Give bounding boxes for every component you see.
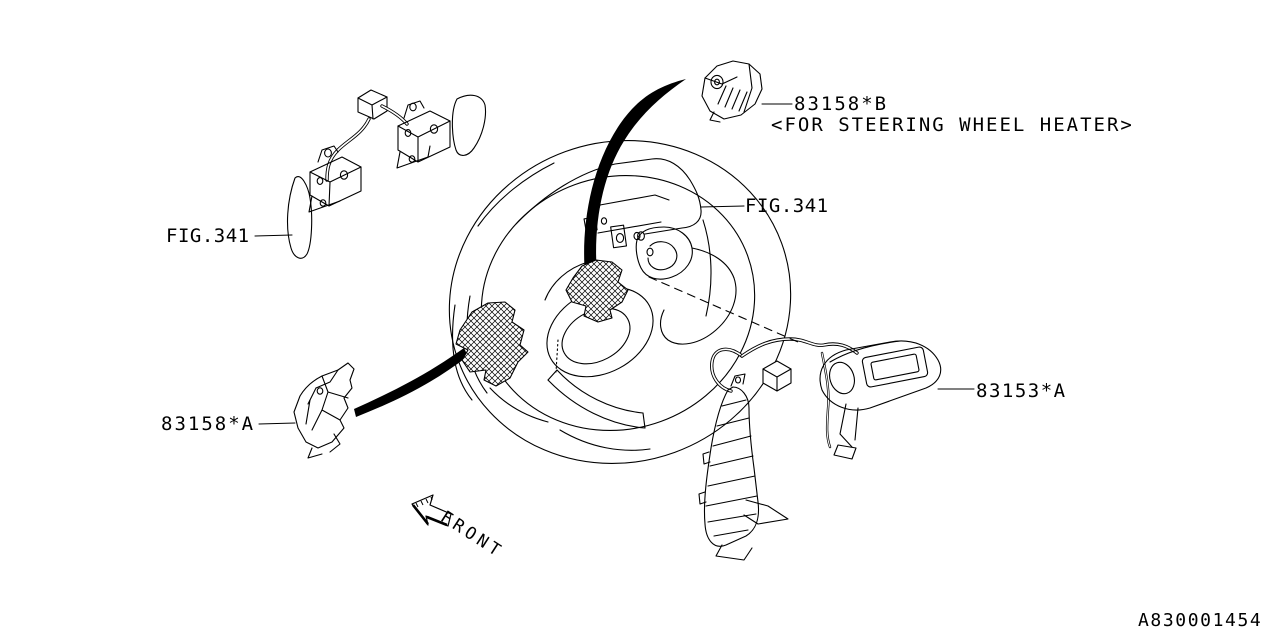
switch-83158a-drawing [293,362,355,459]
part-number-83158a[interactable]: 83158*A [161,413,256,435]
dashed-reference-line [648,276,799,343]
harness-swoosh [354,79,686,417]
figure-reference-left[interactable]: FIG.341 [166,225,250,247]
hatched-area-hub [565,259,629,323]
leader-fig341-right [700,205,745,208]
drawing-number: A830001454 [1138,610,1263,631]
front-arrow-icon [411,494,452,527]
paddle-shifter-assembly-drawing [287,89,487,259]
switch-mount-hatched-areas [455,259,629,387]
switch-83158b-drawing [701,60,763,123]
leader-fig341-left [254,234,293,237]
leader-83158a [258,422,296,425]
hatched-area-left-spoke [455,301,529,387]
switch-assembly-83153a-drawing [698,337,942,561]
part-number-83153a[interactable]: 83153*A [976,380,1067,402]
leader-lines [254,103,975,425]
heater-switch-note: <FOR STEERING WHEEL HEATER> [771,114,1134,136]
steering-wheel-drawing [448,140,792,464]
figure-reference-right[interactable]: FIG.341 [745,195,829,217]
part-number-83158b[interactable]: 83158*B [794,93,889,115]
